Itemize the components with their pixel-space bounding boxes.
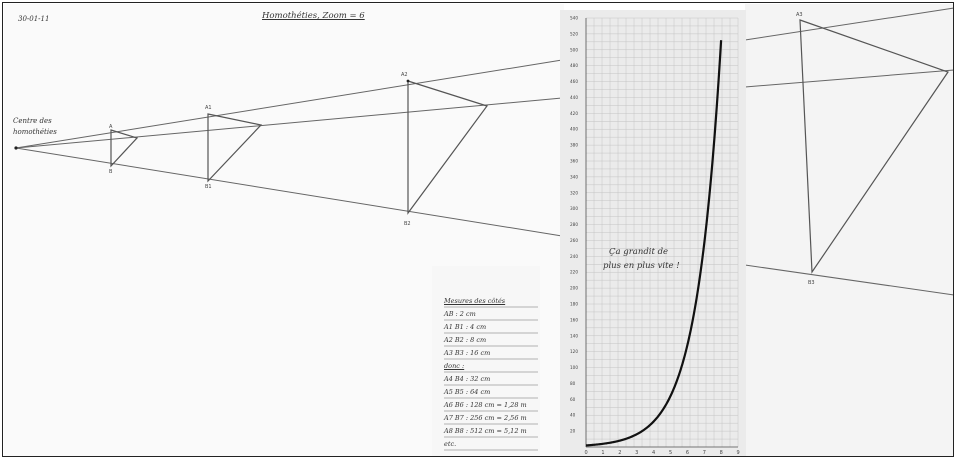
y-tick-label: 300 bbox=[570, 206, 578, 211]
x-tick-label: 3 bbox=[635, 450, 638, 456]
label-b: B bbox=[109, 169, 113, 175]
triangle-a3b3 bbox=[799, 19, 949, 274]
y-tick-label: 400 bbox=[570, 127, 578, 132]
centre-label-line2: homothéties bbox=[13, 128, 57, 136]
y-tick-label: 180 bbox=[570, 302, 578, 307]
graph-note-line1: Ça grandit de bbox=[609, 247, 669, 257]
y-tick-label: 380 bbox=[570, 143, 578, 148]
label-b3: B3 bbox=[808, 280, 815, 286]
y-tick-label: 200 bbox=[570, 286, 578, 291]
point-a2 bbox=[406, 79, 410, 83]
ray-middle-right bbox=[744, 69, 955, 88]
y-tick-label: 220 bbox=[570, 270, 578, 275]
y-tick-label: 540 bbox=[570, 16, 578, 21]
ray-bottom-right bbox=[744, 264, 955, 296]
measure-row: donc : bbox=[444, 362, 465, 370]
growth-curve bbox=[585, 40, 723, 447]
measure-row: A8 B8 : 512 cm = 5,12 m bbox=[444, 427, 527, 435]
x-tick-label: 0 bbox=[585, 450, 588, 456]
x-tick-label: 2 bbox=[618, 450, 621, 456]
measure-row: A4 B4 : 32 cm bbox=[444, 375, 491, 383]
ray-top bbox=[15, 59, 563, 149]
y-tick-label: 40 bbox=[570, 413, 576, 418]
label-b1: B1 bbox=[205, 184, 212, 190]
label-b2: B2 bbox=[404, 221, 411, 227]
measures-heading: Mesures des côtés bbox=[444, 297, 506, 305]
y-tick-label: 100 bbox=[570, 365, 578, 370]
label-a: A bbox=[109, 124, 113, 130]
x-tick-label: 4 bbox=[652, 450, 655, 456]
measure-row: A7 B7 : 256 cm = 2,56 m bbox=[444, 414, 527, 422]
graph-note-line2: plus en plus vite ! bbox=[603, 261, 680, 271]
x-tick-label: 1 bbox=[601, 450, 604, 456]
measure-row: etc. bbox=[444, 440, 457, 448]
y-tick-label: 60 bbox=[570, 397, 576, 402]
y-tick-label: 80 bbox=[570, 381, 576, 386]
y-tick-label: 420 bbox=[570, 111, 578, 116]
y-tick-label: 260 bbox=[570, 238, 578, 243]
y-tick-label: 240 bbox=[570, 254, 578, 259]
measures-card bbox=[432, 266, 540, 457]
triangle-ab bbox=[110, 129, 139, 168]
y-tick-label: 480 bbox=[570, 63, 578, 68]
y-tick-label: 20 bbox=[570, 429, 576, 434]
right-drawing-sheet bbox=[745, 4, 954, 457]
measure-row: AB : 2 cm bbox=[444, 310, 476, 318]
y-tick-label: 500 bbox=[570, 47, 578, 52]
measure-row: A1 B1 : 4 cm bbox=[444, 323, 487, 331]
measure-row: A3 B3 : 16 cm bbox=[444, 349, 491, 357]
triangle-a1b1 bbox=[207, 113, 263, 183]
x-tick-label: 9 bbox=[737, 450, 740, 456]
y-tick-label: 120 bbox=[570, 349, 578, 354]
label-a1: A1 bbox=[205, 105, 212, 111]
label-a3: A3 bbox=[796, 12, 803, 18]
graph-paper bbox=[560, 10, 746, 457]
x-tick-label: 6 bbox=[686, 450, 689, 456]
measure-row: A2 B2 : 8 cm bbox=[444, 336, 487, 344]
centre-point bbox=[14, 146, 18, 150]
y-tick-label: 340 bbox=[570, 174, 578, 179]
ray-middle bbox=[15, 97, 563, 149]
y-tick-label: 360 bbox=[570, 159, 578, 164]
x-tick-label: 7 bbox=[703, 450, 706, 456]
y-tick-label: 160 bbox=[570, 317, 578, 322]
y-tick-label: 520 bbox=[570, 31, 578, 36]
x-tick-label: 8 bbox=[720, 450, 723, 456]
page-title: Homothéties, Zoom = 6 bbox=[262, 11, 365, 21]
x-tick-label: 5 bbox=[669, 450, 672, 456]
y-tick-label: 440 bbox=[570, 95, 578, 100]
date-text: 30-01-11 bbox=[18, 15, 50, 23]
triangle-a2b2 bbox=[407, 80, 488, 215]
y-tick-label: 460 bbox=[570, 79, 578, 84]
y-tick-label: 280 bbox=[570, 222, 578, 227]
measure-row: A6 B6 : 128 cm = 1,28 m bbox=[444, 401, 527, 409]
ray-bottom bbox=[15, 147, 563, 237]
ray-top-right bbox=[744, 7, 955, 41]
label-a2: A2 bbox=[401, 72, 408, 78]
y-tick-label: 140 bbox=[570, 333, 578, 338]
measure-row: A5 B5 : 64 cm bbox=[444, 388, 491, 396]
centre-label-line1: Centre des bbox=[13, 117, 52, 125]
y-tick-label: 320 bbox=[570, 190, 578, 195]
